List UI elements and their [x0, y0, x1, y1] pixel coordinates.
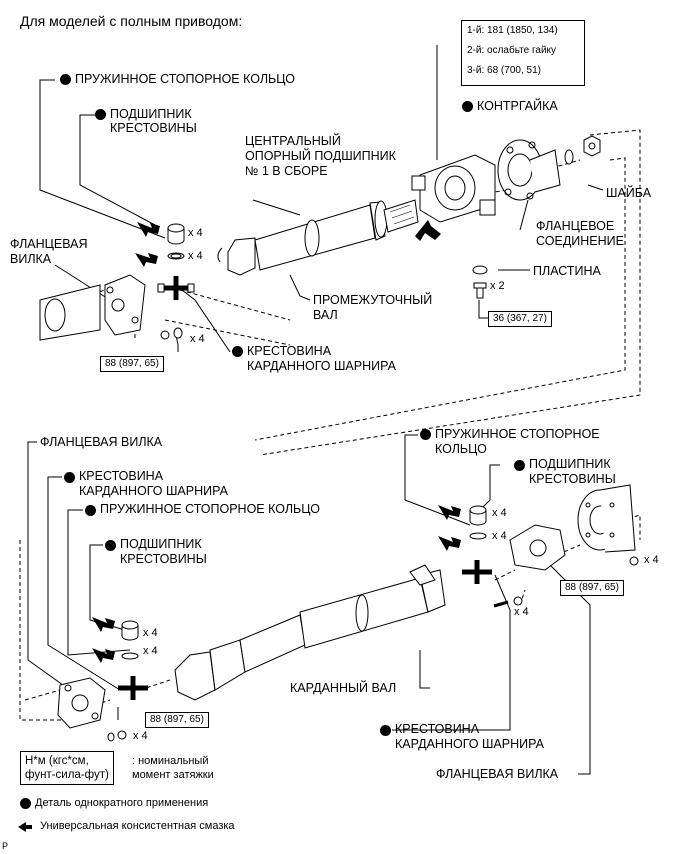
- grease-legend-text: Универсальная консистентная смазка: [40, 820, 235, 832]
- spider-label-lower-left-2: КАРДАННОГО ШАРНИРА: [79, 484, 228, 498]
- spider-label-lower-right-1: КРЕСТОВИНА: [395, 722, 480, 736]
- bearing-qty-upper: x 4: [188, 227, 203, 239]
- nut-washer-upper: [160, 327, 183, 340]
- flange-joint-drawing: [497, 139, 561, 201]
- spider-label-lower-left-1: КРЕСТОВИНА: [79, 469, 164, 483]
- center-bearing-label-1: ЦЕНТРАЛЬНЫЙ: [245, 134, 341, 148]
- heading: Для моделей с полным приводом:: [20, 13, 243, 29]
- non-reusable-marker: [60, 74, 71, 85]
- torque-units-2: фунт-сила-фут): [25, 769, 109, 781]
- bearing-cap-lower-left: [121, 620, 139, 660]
- snap-ring-qty-upper: x 4: [188, 250, 203, 262]
- center-bearing-drawing: [411, 154, 496, 223]
- bearing-qty-lower-right: x 4: [492, 507, 507, 519]
- snap-ring-label-upper: ПРУЖИННОЕ СТОПОРНОЕ КОЛЬЦО: [75, 72, 295, 86]
- bearing-qty-lower-left: x 4: [143, 627, 158, 639]
- locknut-label: КОНТРГАЙКА: [477, 99, 558, 113]
- flange-joint-label-1: ФЛАНЦЕВОЕ: [536, 219, 615, 233]
- snap-ring-label-lower-left: ПРУЖИННОЕ СТОПОРНОЕ КОЛЬЦО: [100, 502, 320, 516]
- washer-label: ШАЙБА: [606, 186, 652, 200]
- torque-units-desc-2: момент затяжки: [132, 769, 214, 781]
- torque-step-1: 1-й: 181 (1850, 134): [467, 25, 558, 36]
- plate-qty: x 2: [490, 280, 505, 292]
- torque-88-box-upper: 88 (897, 65): [100, 356, 164, 372]
- washer-drawing: [564, 149, 574, 165]
- grease-arrow-legend-icon: [18, 822, 32, 832]
- bearing-cap-lower-right: [469, 505, 487, 540]
- flange-yoke-lower-left-drawing: [57, 677, 106, 729]
- spider-bearing-label-upper-2: КРЕСТОВИНЫ: [110, 121, 197, 135]
- spider-bearing-label-lower-right-1: ПОДШИПНИК: [529, 457, 611, 471]
- nut-lower-left: [117, 730, 127, 740]
- torque-step-2: 2-й: ослабьте гайку: [467, 45, 557, 56]
- locknut-drawing: [583, 135, 601, 157]
- center-bearing-label-2: ОПОРНЫЙ ПОДШИПНИК: [245, 149, 396, 163]
- intermediate-shaft-label-1: ПРОМЕЖУТОЧНЫЙ: [313, 293, 433, 307]
- bolts-lower-right: [493, 556, 639, 608]
- non-reusable-marker: [64, 472, 75, 483]
- plate-bolt-drawing: [472, 265, 488, 299]
- snap-ring-qty-lower-left: x 4: [143, 645, 158, 657]
- differential-flange-drawing: [577, 484, 636, 553]
- spider-label-upper-1: КРЕСТОВИНА: [247, 344, 332, 358]
- torque-36-box: 36 (367, 27): [488, 311, 552, 327]
- flange-joint-label-2: СОЕДИНЕНИЕ: [536, 234, 624, 248]
- flange-yoke-label-upper-2: ВИЛКА: [10, 252, 52, 266]
- flange-yoke-label-lower-left: ФЛАНЦЕВАЯ ВИЛКА: [40, 435, 163, 449]
- torque-units-1: Н*м (кгс*см,: [25, 755, 89, 767]
- spider-bearing-label-lower-2: КРЕСТОВИНЫ: [120, 552, 207, 566]
- propeller-shaft-label: КАРДАННЫЙ ВАЛ: [290, 681, 397, 695]
- snap-ring-label-lower-right-2: КОЛЬЦО: [435, 442, 487, 456]
- non-reusable-legend-text: Деталь однократного применения: [35, 797, 209, 809]
- spider-bearing-label-upper-1: ПОДШИПНИК: [110, 107, 192, 121]
- non-reusable-marker: [380, 725, 391, 736]
- non-reusable-marker: [514, 460, 525, 471]
- flange-yoke-label-upper-1: ФЛАНЦЕВАЯ: [10, 237, 88, 251]
- spider-lower-right-drawing: [462, 560, 492, 584]
- non-reusable-marker: [462, 101, 473, 112]
- bolt-qty-lower-right-2: x 4: [514, 606, 529, 618]
- torque-88-box-lower-left: 88 (897, 65): [145, 712, 209, 728]
- grease-arrows-lower: [92, 505, 461, 663]
- torque-88-box-lower-right: 88 (897, 65): [560, 580, 624, 596]
- bolt-qty-lower-right: x 4: [644, 554, 659, 566]
- spider-label-upper-2: КАРДАННОГО ШАРНИРА: [247, 359, 396, 373]
- leader-lines-upper: [39, 45, 604, 353]
- torque-units-desc-1: : номинальный: [132, 755, 209, 767]
- spider-bearing-label-lower-1: ПОДШИПНИК: [120, 537, 202, 551]
- intermediate-shaft-drawing: [217, 199, 419, 276]
- spider-lower-left-drawing: [118, 676, 148, 700]
- center-bearing-label-3: № 1 В СБОРЕ: [245, 164, 328, 178]
- torque-step-3: 3-й: 68 (700, 51): [467, 65, 541, 76]
- snap-ring-label-lower-right-1: ПРУЖИННОЕ СТОПОРНОЕ: [435, 427, 600, 441]
- torque-units-box: Н*м (кгс*см, фунт-сила-фут): [20, 751, 114, 785]
- corner-code: P: [2, 841, 9, 851]
- plate-label: ПЛАСТИНА: [533, 264, 601, 278]
- flange-yoke-label-lower-right: ФЛАНЦЕВАЯ ВИЛКА: [436, 767, 559, 781]
- grease-arrows-upper: [135, 220, 441, 267]
- snap-ring-qty-lower-right: x 4: [492, 530, 507, 542]
- bolt-qty-upper: x 4: [190, 333, 205, 345]
- bearing-cap-upper: [167, 223, 185, 260]
- non-reusable-marker: [95, 109, 106, 120]
- spider-upper-drawing: [157, 276, 195, 300]
- spider-label-lower-right-2: КАРДАННОГО ШАРНИРА: [395, 737, 544, 751]
- propeller-shaft-drawing: [174, 564, 446, 701]
- non-reusable-marker: [232, 346, 243, 357]
- non-reusable-marker: [85, 505, 96, 516]
- washer-lower-left: [107, 732, 115, 742]
- intermediate-shaft-label-2: ВАЛ: [313, 308, 338, 322]
- spider-bearing-label-lower-right-2: КРЕСТОВИНЫ: [529, 472, 616, 486]
- flange-yoke-upper-drawing: [39, 274, 146, 341]
- flange-yoke-lower-right-drawing: [509, 524, 566, 571]
- leader-lines-lower: [27, 434, 591, 775]
- non-reusable-marker: [105, 540, 116, 551]
- non-reusable-legend-icon: [20, 798, 31, 809]
- non-reusable-marker: [420, 429, 431, 440]
- bolt-qty-lower-left: x 4: [133, 730, 148, 742]
- torque-spec-box: 1-й: 181 (1850, 134) 2-й: ослабьте гайку…: [461, 20, 585, 86]
